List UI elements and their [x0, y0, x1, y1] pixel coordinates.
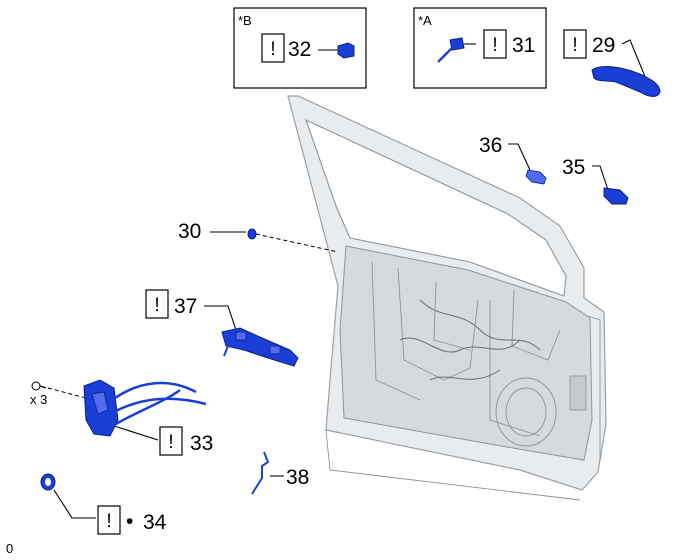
svg-text:!: ! — [492, 35, 497, 56]
svg-text:!: ! — [168, 432, 173, 453]
box-a-label: *A — [418, 13, 432, 28]
callout-34: 34 — [143, 511, 167, 534]
svg-text:!: ! — [572, 35, 577, 56]
callout-group-33: x 3 ! 33 — [30, 379, 213, 456]
notice-icon — [97, 505, 121, 535]
door-panel — [287, 95, 607, 501]
screw-icon — [31, 381, 47, 391]
callout-30: 30 — [178, 220, 201, 243]
notice-icon — [159, 426, 183, 456]
part-35-cover — [603, 187, 629, 205]
inset-box-a: *A ! 31 — [413, 7, 547, 89]
corner-label: 0 — [6, 541, 13, 556]
svg-text:!: ! — [270, 39, 275, 60]
part-30-plug — [247, 228, 257, 240]
callout-group-30: 30 — [178, 220, 339, 253]
callout-group-35: 35 — [562, 156, 629, 205]
part-37-inside-handle — [221, 327, 299, 367]
callout-35: 35 — [562, 156, 585, 179]
callout-group-29: ! 29 — [563, 29, 661, 97]
callout-37: 37 — [174, 295, 197, 318]
callout-29: 29 — [592, 34, 615, 57]
callout-33: 33 — [190, 432, 213, 455]
notice-icon — [563, 29, 587, 59]
callout-32: 32 — [288, 38, 311, 61]
notice-icon — [261, 33, 285, 63]
part-31-cylinder — [437, 37, 465, 63]
part-29-outside-handle — [591, 66, 661, 97]
callout-group-34: ! • 34 — [40, 473, 167, 535]
part-36-cover — [525, 169, 547, 185]
callout-group-38: 38 — [251, 451, 309, 495]
inset-box-b: *B ! 32 — [233, 7, 367, 89]
notice-icon — [483, 29, 507, 59]
callout-group-36: 36 — [479, 134, 547, 185]
callout-31: 31 — [512, 34, 535, 57]
box-b-label: *B — [238, 13, 252, 28]
part-38-rod — [251, 451, 270, 495]
svg-text:!: ! — [106, 511, 111, 532]
svg-text:!: ! — [154, 295, 159, 316]
part-33-lock-assembly — [83, 379, 207, 437]
callout-group-37: ! 37 — [145, 289, 299, 367]
part-32-cap — [337, 42, 355, 59]
notice-icon — [145, 289, 169, 319]
bullet-mark: • — [126, 510, 133, 533]
callout-38: 38 — [286, 466, 309, 489]
callout-36: 36 — [479, 134, 502, 157]
screw-quantity: x 3 — [30, 392, 47, 407]
